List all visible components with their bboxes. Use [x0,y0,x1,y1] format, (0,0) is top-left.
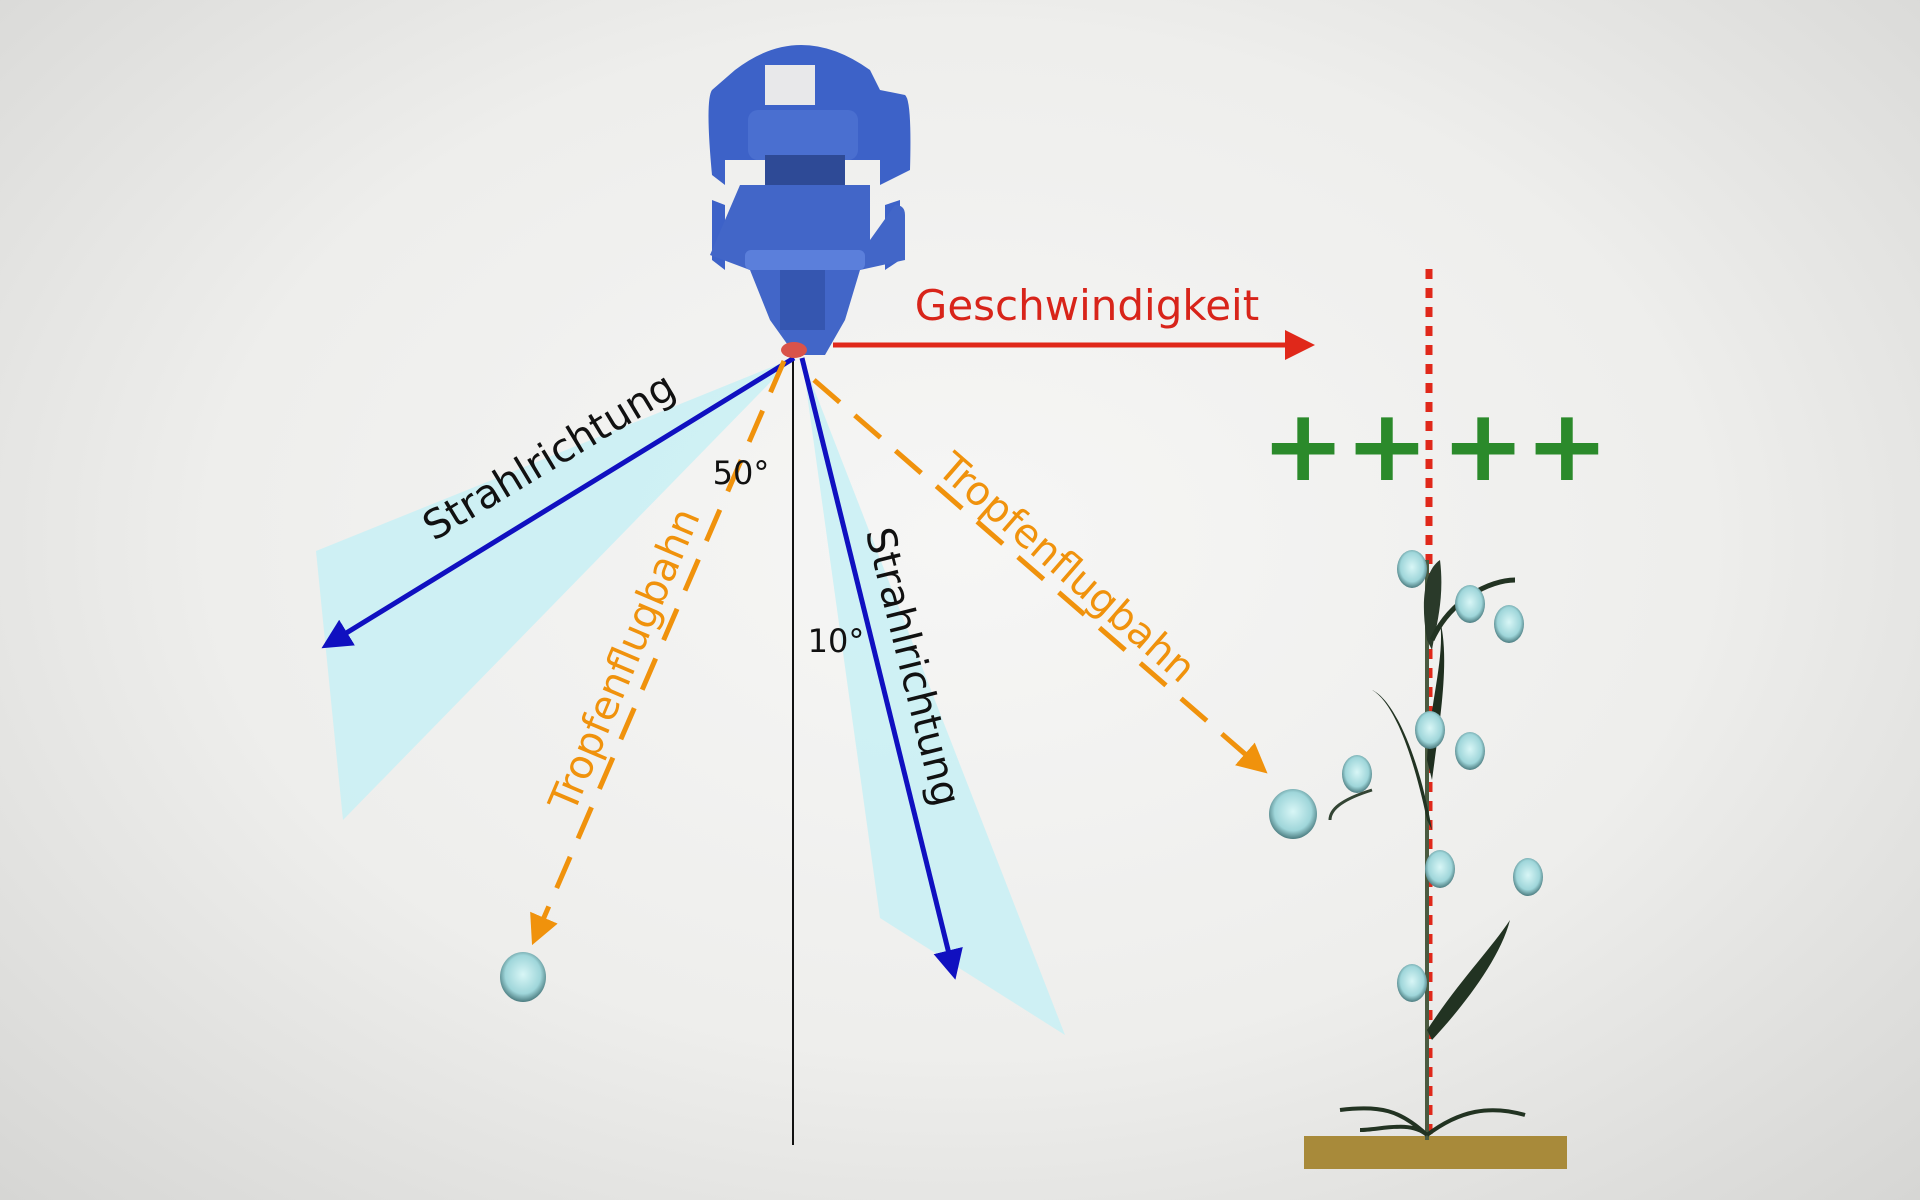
droplet [1415,711,1445,749]
droplet [1397,964,1427,1002]
soil [1304,1136,1567,1169]
droplet [500,952,546,1002]
droplet [1455,585,1485,623]
jet-arrow-right [799,357,963,980]
droplet [1494,605,1524,643]
spray-fan-left [316,358,794,820]
angle-label-10: 10° [808,622,865,660]
speed-label: Geschwindigkeit [915,281,1259,330]
droplet-path-label-right: Tropfenflugbahn [928,444,1204,692]
droplet [1397,550,1427,588]
plus-signs-right: ++ [1441,387,1609,504]
droplet [1513,858,1543,896]
spray-fan-right [802,358,1065,1035]
droplet [1342,755,1372,793]
plus-signs-left: ++ [1261,387,1429,504]
droplet [1455,732,1485,770]
droplet [1425,850,1455,888]
spray-nozzle [708,45,911,358]
droplet-path-right [812,378,1268,774]
jet-arrow-left [321,355,796,649]
droplet [1269,789,1317,839]
angle-label-50: 50° [713,454,770,492]
droplets [500,550,1543,1002]
